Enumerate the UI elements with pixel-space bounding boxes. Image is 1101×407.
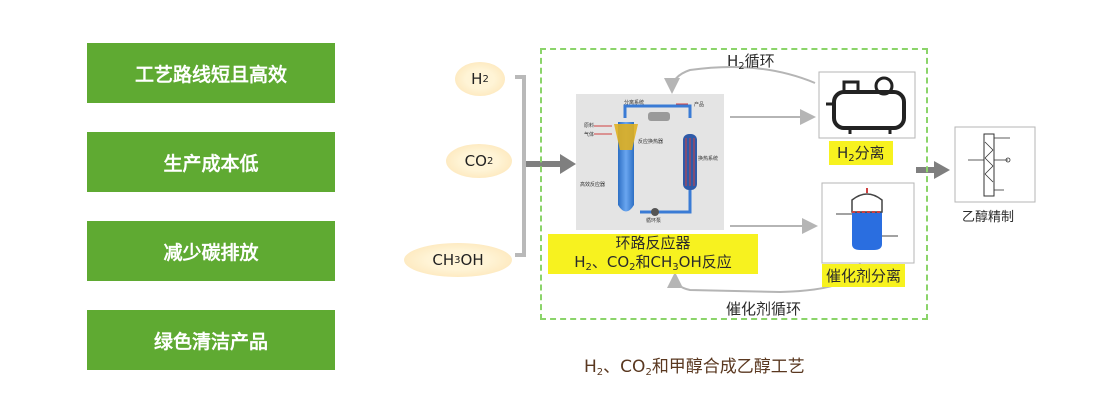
purification-label: 乙醇精制 <box>962 210 1015 225</box>
distillation-column-icon <box>954 126 1036 203</box>
diagram-caption: H2、CO2和甲醇合成乙醇工艺 <box>584 357 805 378</box>
compressor-icon <box>818 71 916 139</box>
reactor-reaction: H2、CO2和CH3OH反应 <box>574 253 732 273</box>
reactor-title: 环路反应器 <box>615 234 691 252</box>
diagram-label-product: 产品 <box>694 101 704 108</box>
h2-separation-label: H2分离 <box>829 141 893 165</box>
benefit-box-2: 生产成本低 <box>87 132 335 192</box>
to-purification-arrow-head <box>934 161 950 179</box>
benefit-box-3: 减少碳排放 <box>87 221 335 281</box>
diagram-label-feed: 原料 <box>584 122 594 129</box>
catalyst-separation-label: 催化剂分离 <box>822 264 906 287</box>
benefit-box-4: 绿色清洁产品 <box>87 310 335 370</box>
diagram-label-exchanger-right: 换热系统 <box>698 155 718 162</box>
diagram-label-reactor-body: 高效反应器 <box>580 181 605 188</box>
loop-reactor-schematic: 分离系统 产品 原料 气体 反应换热器 高效反应器 换热系统 循环泵 <box>576 94 724 230</box>
diagram-label-heat-exchanger: 反应换热器 <box>638 138 663 145</box>
benefit-box-1: 工艺路线短且高效 <box>87 43 335 103</box>
catalyst-loop-label: 催化剂循环 <box>726 300 802 318</box>
h2-loop-arrow <box>664 66 816 94</box>
h2-loop-label: H2循环 <box>727 52 775 72</box>
process-frame <box>540 48 928 320</box>
input-bracket <box>515 75 526 257</box>
feed-arrow-head <box>560 154 576 174</box>
diagram-label-gas: 气体 <box>584 131 594 138</box>
diagram-label-separator: 分离系统 <box>624 99 644 106</box>
catalyst-separator-icon <box>821 182 915 264</box>
reactor-label-box: 环路反应器 H2、CO2和CH3OH反应 <box>548 234 758 274</box>
diagram-label-pump: 循环泵 <box>646 217 661 224</box>
